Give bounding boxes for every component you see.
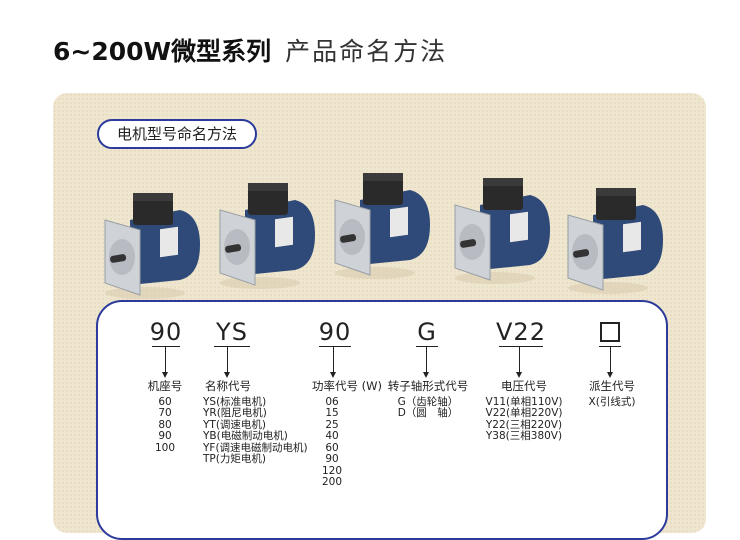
- title-series: 6~200W微型系列: [53, 37, 272, 66]
- code-name: YS: [216, 318, 248, 346]
- list-item: 90: [325, 453, 339, 465]
- motor-5: [567, 187, 664, 295]
- underline: [499, 346, 543, 347]
- column-name: 名称代号 YS(标准电机) YR(阻尼电机) YT(调速电机) YB(电磁制动电…: [203, 379, 308, 466]
- list-item: 06: [325, 395, 339, 408]
- list-item: G（齿轮轴）: [397, 395, 459, 408]
- underline: [214, 346, 250, 347]
- column-heading: 转子轴形式代号: [387, 379, 469, 393]
- column-heading: 功率代号 (W): [312, 379, 382, 393]
- motor-2: [219, 182, 316, 290]
- list-item: X(引线式): [588, 395, 636, 408]
- column-heading: 机座号: [147, 379, 183, 393]
- list-item: 15: [325, 407, 339, 419]
- list-item: YB(电磁制动电机): [203, 430, 288, 442]
- column-shaft: 转子轴形式代号 G（齿轮轴） D（圆 轴）: [387, 379, 469, 420]
- arrow-down-icon: [607, 346, 613, 378]
- code-frame: 90: [149, 318, 183, 346]
- arrow-down-icon: [224, 346, 230, 378]
- column-derivative: 派生代号 X(引线式): [588, 379, 636, 408]
- list-item: V22(单相220V): [485, 407, 563, 419]
- list-item: Y22(三相220V): [485, 418, 563, 431]
- motor-4: [454, 177, 551, 285]
- code-shaft: G: [417, 318, 437, 346]
- list-item: Y38(三相380V): [485, 430, 563, 442]
- page-title: 6~200W微型系列产品命名方法: [53, 32, 447, 68]
- list-item: 90: [158, 430, 172, 442]
- column-heading: 电压代号: [501, 379, 547, 393]
- arrow-down-icon: [516, 346, 522, 378]
- naming-diagram: [96, 300, 668, 540]
- list-item: 60: [325, 441, 339, 454]
- column-heading: 派生代号: [588, 379, 635, 393]
- underline: [152, 346, 180, 347]
- column-heading: 名称代号: [205, 379, 251, 393]
- title-subtitle: 产品命名方法: [285, 37, 448, 66]
- code-power: 90: [318, 318, 352, 346]
- list-item: TP(力矩电机): [203, 453, 266, 465]
- list-item: 200: [321, 476, 343, 488]
- underline: [416, 346, 438, 347]
- list-item: YS(标准电机): [203, 395, 267, 408]
- list-item: 70: [158, 407, 172, 419]
- section-label: 电机型号命名方法: [97, 119, 257, 149]
- code-derivative-box: [600, 322, 620, 342]
- column-frame: 机座号 60 70 80 90 100: [147, 379, 183, 454]
- list-item: 80: [158, 418, 172, 431]
- column-power: 功率代号 (W) 06 15 25 40 60 90 120 200: [282, 379, 382, 489]
- motor-3: [334, 172, 431, 280]
- motor-1: [104, 192, 201, 300]
- list-item: YR(阻尼电机): [203, 407, 267, 419]
- motor-images: [104, 172, 664, 300]
- list-item: YT(调速电机): [203, 418, 267, 431]
- list-item: V11(单相110V): [485, 395, 563, 408]
- column-voltage: 电压代号 V11(单相110V) V22(单相220V) Y22(三相220V)…: [485, 379, 563, 443]
- list-item: 25: [325, 418, 339, 431]
- underline: [319, 346, 351, 347]
- list-item: 100: [154, 441, 176, 454]
- arrow-down-icon: [330, 346, 336, 378]
- list-item: D（圆 轴）: [397, 407, 459, 419]
- list-item: 120: [321, 464, 343, 477]
- arrow-down-icon: [423, 346, 429, 378]
- arrow-down-icon: [162, 346, 168, 378]
- list-item: 60: [158, 395, 172, 408]
- list-item: 40: [325, 430, 339, 442]
- code-voltage: V22: [496, 318, 546, 346]
- list-item: YF(调速电磁制动电机): [203, 441, 308, 454]
